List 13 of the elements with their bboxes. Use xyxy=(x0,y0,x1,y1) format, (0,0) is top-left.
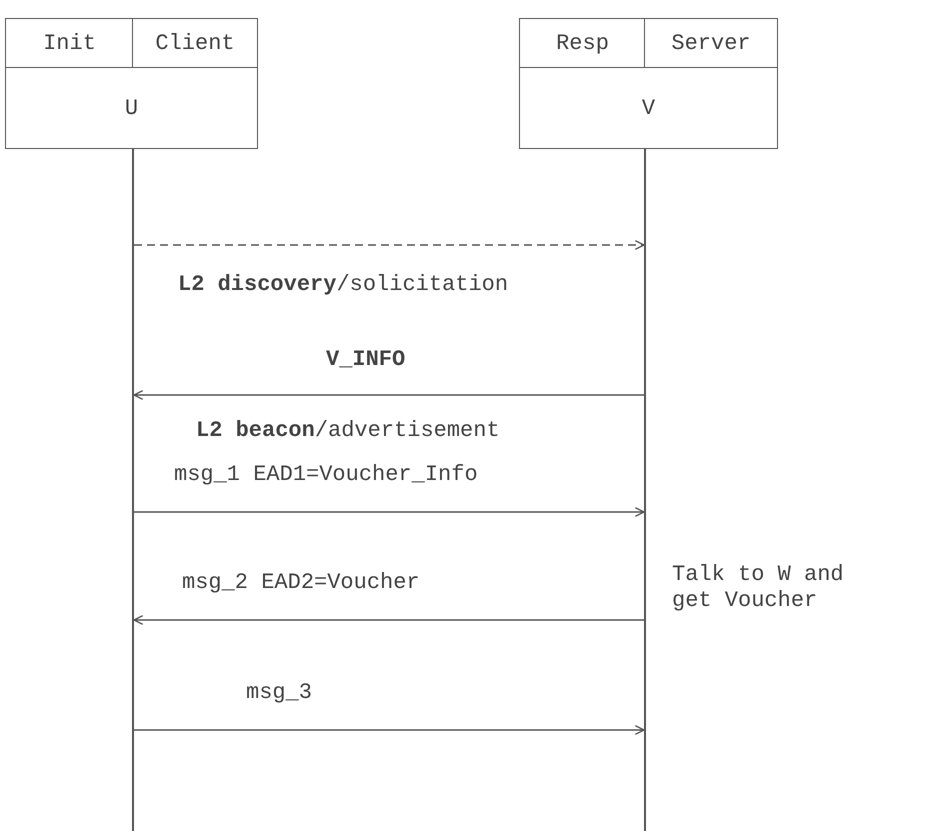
participant-box: Server xyxy=(644,18,778,69)
participant-box: Init xyxy=(5,18,134,69)
lifeline xyxy=(132,148,134,831)
participant-box: V xyxy=(519,67,778,149)
arrow xyxy=(134,724,645,736)
participant-box: Client xyxy=(132,18,258,69)
arrow xyxy=(133,390,644,400)
participant-box: Resp xyxy=(519,18,646,69)
arrow xyxy=(133,614,644,626)
lifeline xyxy=(644,148,646,831)
participant-box: U xyxy=(5,67,258,149)
arrow xyxy=(134,506,645,518)
dashed-arrow xyxy=(134,240,645,250)
